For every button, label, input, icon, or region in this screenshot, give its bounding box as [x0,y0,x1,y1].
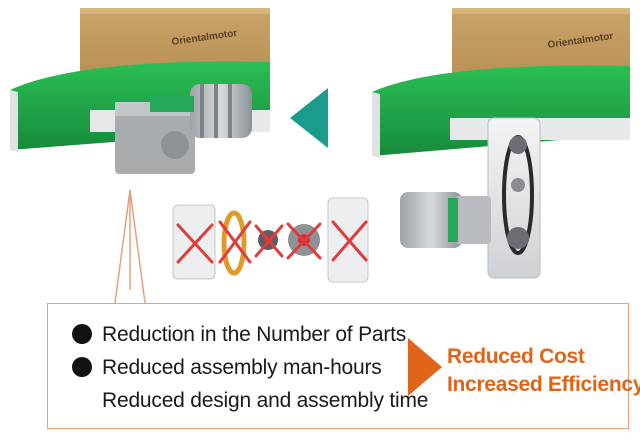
left-motor-body [190,84,252,138]
bullet-text: Reduced assembly man-hours [102,356,382,379]
right-motor [400,192,462,248]
benefits-callout [47,303,629,429]
result-line-1: Reduced Cost [447,345,585,368]
teal-arrow-icon [290,88,328,148]
result-line-2: Increased Efficiency [447,373,640,396]
bullet-item: Reduced assembly man-hours [72,356,382,380]
bullet-text: Reduction in the Number of Parts [102,323,407,346]
orange-arrow-icon [408,338,442,396]
left-conveyor: Orientalmotor [10,8,270,304]
bullet-dot-icon [72,357,92,377]
extra-line: Reduced design and assembly time [102,389,429,412]
eliminated-parts [172,197,369,283]
right-conveyor: Orientalmotor [372,8,630,279]
bullet-item: Reduction in the Number of Parts [72,323,406,347]
bullet-dot-icon [72,324,92,344]
part-belt-loop [221,210,247,276]
